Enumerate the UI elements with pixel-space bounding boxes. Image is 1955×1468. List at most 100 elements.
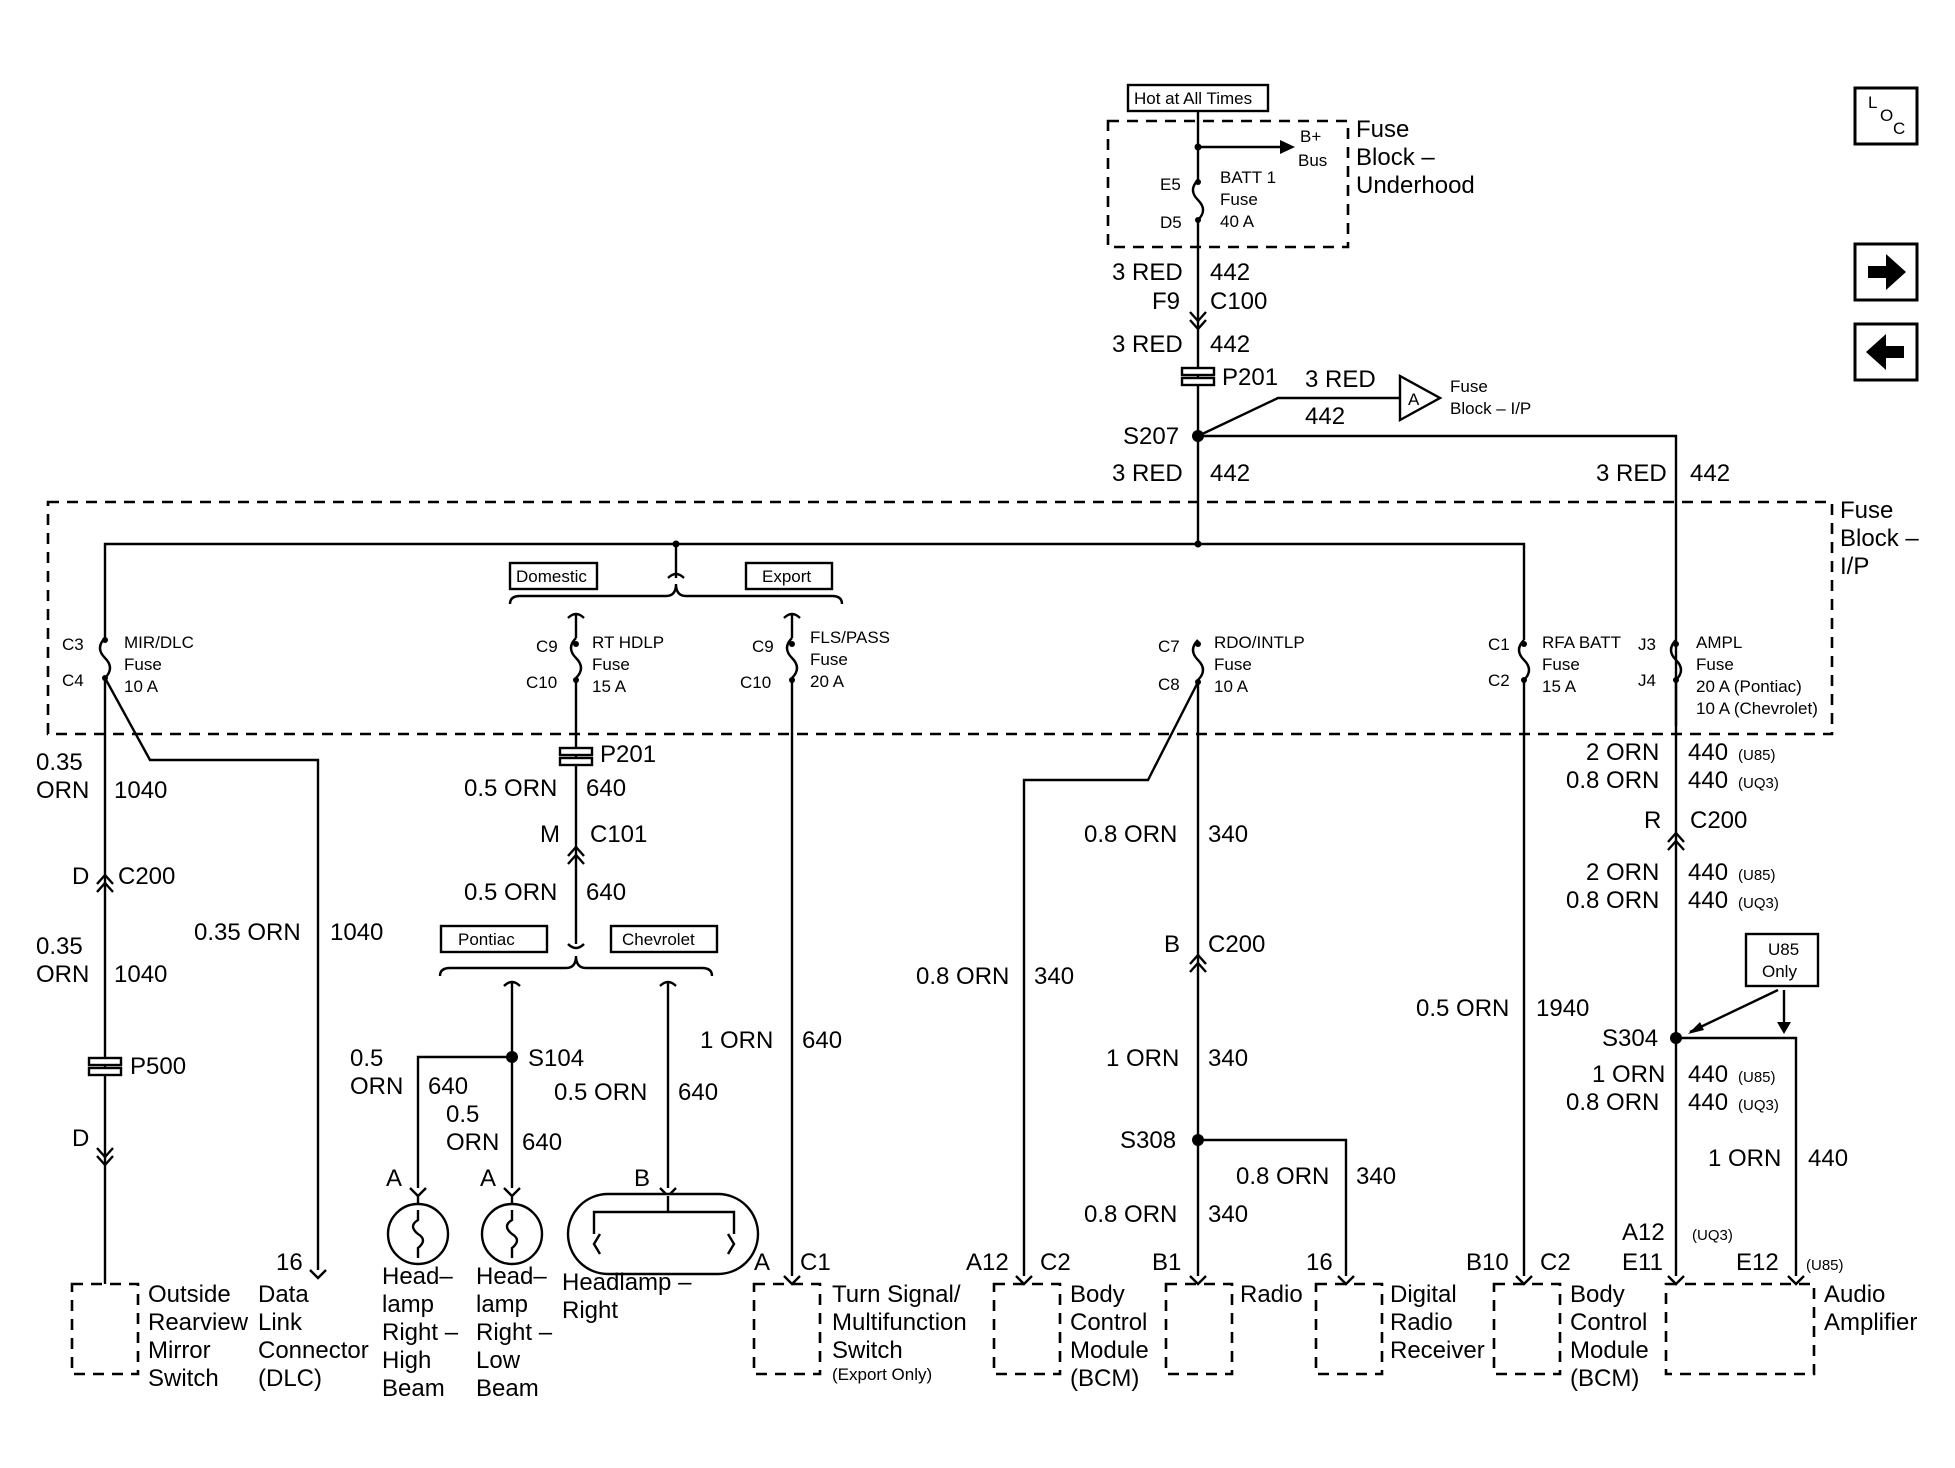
fls-pass-fuse: Fuse xyxy=(810,650,848,669)
c101-connector xyxy=(567,845,585,865)
bcm2-label-3: Module xyxy=(1570,1337,1649,1364)
circuit-440-2: 440 xyxy=(1688,767,1728,794)
d5-label: D5 xyxy=(1160,213,1182,232)
circuit-440-e12: 440 xyxy=(1808,1145,1848,1172)
drr-label-2: Radio xyxy=(1390,1309,1453,1336)
bcm2-label-2: Control xyxy=(1570,1309,1647,1336)
c200-label-rdo: C200 xyxy=(1208,931,1265,958)
m-label: M xyxy=(540,821,560,848)
loc-letter-o: O xyxy=(1880,106,1893,125)
previous-page-button[interactable] xyxy=(1853,322,1919,382)
wire-05-orn-1: 0.5 ORN xyxy=(464,775,557,802)
ip-ref-line2: Block – I/P xyxy=(1450,399,1531,418)
p201-label-top: P201 xyxy=(1222,364,1278,391)
wire-color-3red-2: 3 RED xyxy=(1112,331,1183,358)
rt-hdlp-fuse-symbol xyxy=(569,637,583,679)
hot-at-all-times-box xyxy=(1126,83,1270,113)
rt-hdlp-fuse: Fuse xyxy=(592,655,630,674)
c3-label: C3 xyxy=(62,635,84,654)
ip-title-line1: Fuse xyxy=(1840,497,1893,524)
c9-label-fls: C9 xyxy=(752,637,774,656)
wire-05-orn-rfa: 0.5 ORN xyxy=(1416,995,1509,1022)
turn-signal-label-2: Multifunction xyxy=(832,1309,967,1336)
hl-low-label-3: Right – xyxy=(476,1319,553,1346)
hl-low-label-5: Beam xyxy=(476,1375,539,1402)
c101-label: C101 xyxy=(590,821,647,848)
circuit-440-3: 440 xyxy=(1688,859,1728,886)
b10-label: B10 xyxy=(1466,1249,1509,1276)
rdo-intlp-name: RDO/INTLP xyxy=(1214,633,1305,652)
c2-label: C2 xyxy=(1488,671,1510,690)
c200-label-mir: C200 xyxy=(118,863,175,890)
circuit-640-5: 640 xyxy=(678,1079,718,1106)
wire-08-orn-bcm: 0.8 ORN xyxy=(916,963,1009,990)
arrow-left-icon xyxy=(1866,334,1904,370)
circuit-440-4: 440 xyxy=(1688,887,1728,914)
ip-fuse-block-outline xyxy=(46,500,1834,736)
domestic-box xyxy=(508,561,599,591)
domestic-label: Domestic xyxy=(516,567,587,586)
p500-passthrough-symbol xyxy=(87,1056,123,1077)
wire-color-orn-a: ORN xyxy=(36,777,89,804)
wire-08-orn-ampl-1: 0.8 ORN xyxy=(1566,767,1659,794)
s104-label: S104 xyxy=(528,1045,584,1072)
j4-label: J4 xyxy=(1638,671,1656,690)
wire-color-3red-3: 3 RED xyxy=(1305,366,1376,393)
ampl-name: AMPL xyxy=(1696,633,1742,652)
turn-signal-label-1: Turn Signal/ xyxy=(832,1281,961,1308)
c4-label: C4 xyxy=(62,671,84,690)
underhood-title-line2: Block – xyxy=(1356,144,1435,171)
wire-2-orn-1: 2 ORN xyxy=(1586,739,1659,766)
c1-label-turn: C1 xyxy=(800,1249,831,1276)
hot-at-all-times-label: Hot at All Times xyxy=(1134,89,1252,108)
wire-orn-a: ORN xyxy=(350,1073,403,1100)
circuit-340-2: 340 xyxy=(1208,1045,1248,1072)
domestic-export-brace xyxy=(508,583,844,605)
circuit-1040-dlc: 1040 xyxy=(330,919,383,946)
locator-button[interactable]: L O C xyxy=(1853,86,1919,146)
turn-signal-switch-outline xyxy=(752,1282,822,1376)
batt1-fuse-symbol xyxy=(1191,179,1205,221)
rdo-intlp-rating: 10 A xyxy=(1214,677,1249,696)
drr-pin-16: 16 xyxy=(1306,1249,1333,1276)
circuit-640-fls: 640 xyxy=(802,1027,842,1054)
wire-orn-b: ORN xyxy=(446,1129,499,1156)
s304-label: S304 xyxy=(1602,1025,1658,1052)
chevrolet-box xyxy=(609,924,719,954)
mirror-label-2: Rearview xyxy=(148,1309,249,1336)
wire-05-a: 0.5 xyxy=(350,1045,383,1072)
underhood-fuse-block-outline xyxy=(1106,119,1350,249)
r-label: R xyxy=(1644,807,1661,834)
hl-high-label-1: Head– xyxy=(382,1263,453,1290)
c8-label: C8 xyxy=(1158,675,1180,694)
uq3-tag-4: (UQ3) xyxy=(1692,1227,1733,1244)
turn-signal-label-3: Switch xyxy=(832,1337,903,1364)
mir-dlc-fuse-symbol xyxy=(98,637,112,679)
drr-label-3: Receiver xyxy=(1390,1337,1485,1364)
b1-label: B1 xyxy=(1152,1249,1181,1276)
c10-label-fls: C10 xyxy=(740,673,771,692)
c7-label: C7 xyxy=(1158,637,1180,656)
circuit-440-6: 440 xyxy=(1688,1089,1728,1116)
rt-hdlp-name: RT HDLP xyxy=(592,633,664,652)
bcm2-label-4: (BCM) xyxy=(1570,1365,1639,1392)
wire-05-orn-2: 0.5 ORN xyxy=(464,879,557,906)
next-page-button[interactable] xyxy=(1853,242,1919,302)
wire-035-orn-dlc: 0.35 ORN xyxy=(194,919,301,946)
e12-label: E12 xyxy=(1736,1249,1779,1276)
u85-only-box xyxy=(1744,932,1820,988)
headlamp-right-icon xyxy=(566,1192,760,1276)
batt1-fuse-rating: 40 A xyxy=(1220,212,1255,231)
c2-label-bcm2: C2 xyxy=(1540,1249,1571,1276)
hl-high-label-4: High xyxy=(382,1347,431,1374)
d-label-p500: D xyxy=(72,1125,89,1152)
rfa-batt-fuse: Fuse xyxy=(1542,655,1580,674)
bcm-outline-1 xyxy=(992,1282,1062,1376)
connector-a-triangle xyxy=(1398,373,1443,423)
u85-only-line1: U85 xyxy=(1768,940,1799,959)
ip-ref-line1: Fuse xyxy=(1450,377,1488,396)
wire-gauge-035-b: 0.35 xyxy=(36,933,83,960)
hl-low-label-4: Low xyxy=(476,1347,521,1374)
hl-high-label-2: lamp xyxy=(382,1291,434,1318)
